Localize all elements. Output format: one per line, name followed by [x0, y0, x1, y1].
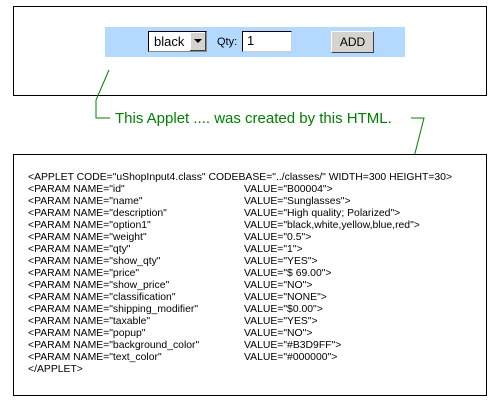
param-name: <PARAM NAME="show_qty" — [28, 256, 161, 267]
param-value: VALUE="0.5"> — [244, 232, 312, 243]
param-value: VALUE="Sunglasses"> — [244, 196, 351, 207]
param-line: <PARAM NAME="shipping_modifier" VALUE="$0… — [28, 304, 452, 316]
param-line: <PARAM NAME="classification" VALUE="NONE"… — [28, 292, 452, 304]
qty-input[interactable]: 1 — [242, 31, 292, 52]
param-line: <PARAM NAME="weight" VALUE="0.5"> — [28, 232, 452, 244]
param-line: <PARAM NAME="id" VALUE="B00004"> — [28, 184, 452, 196]
param-name: <PARAM NAME="background_color" — [28, 340, 200, 351]
add-button[interactable]: ADD — [331, 31, 374, 53]
param-value: VALUE="YES"> — [244, 316, 318, 327]
param-value: VALUE="NONE"> — [244, 292, 327, 303]
chevron-down-icon — [194, 39, 202, 43]
color-select-value: black — [154, 34, 185, 49]
param-name: <PARAM NAME="description" — [28, 208, 167, 219]
param-name: <PARAM NAME="weight" — [28, 232, 147, 243]
applet-close-tag: </APPLET> — [28, 364, 83, 375]
param-value: VALUE="NO"> — [244, 328, 313, 339]
color-select[interactable]: black — [148, 31, 207, 52]
dropdown-button[interactable] — [189, 32, 206, 51]
param-name: <PARAM NAME="price" — [28, 268, 140, 279]
applet-bar: black Qty: 1 ADD — [105, 27, 405, 57]
param-name: <PARAM NAME="option1" — [28, 220, 151, 231]
param-name: <PARAM NAME="name" — [28, 196, 143, 207]
applet-open-tag: <APPLET CODE="uShopInput4.class" CODEBAS… — [28, 172, 453, 183]
param-line: <PARAM NAME="description" VALUE="High qua… — [28, 208, 452, 220]
param-value: VALUE="black,white,yellow,blue,red"> — [244, 220, 420, 231]
qty-label: Qty: — [217, 36, 238, 48]
param-name: <PARAM NAME="text_color" — [28, 352, 162, 363]
html-code-block: <APPLET CODE="uShopInput4.class" CODEBAS… — [28, 172, 452, 376]
param-line: <PARAM NAME="qty" VALUE="1"> — [28, 244, 452, 256]
param-line: <PARAM NAME="text_color" VALUE="#000000"> — [28, 352, 452, 364]
param-value: VALUE="1"> — [244, 244, 303, 255]
param-name: <PARAM NAME="id" — [28, 184, 125, 195]
param-value: VALUE="High quality; Polarized"> — [244, 208, 401, 219]
param-line: <PARAM NAME="taxable" VALUE="YES"> — [28, 316, 452, 328]
param-value: VALUE="#000000"> — [244, 352, 338, 363]
param-line: <PARAM NAME="show_price" VALUE="NO"> — [28, 280, 452, 292]
param-name: <PARAM NAME="popup" — [28, 328, 146, 339]
right-connector-line — [411, 117, 425, 166]
param-value: VALUE="NO"> — [244, 280, 313, 291]
param-name: <PARAM NAME="show_price" — [28, 280, 170, 291]
param-line: <PARAM NAME="show_qty" VALUE="YES"> — [28, 256, 452, 268]
param-value: VALUE="$ 69.00"> — [244, 268, 332, 279]
caption-text: This Applet .... was created by this HTM… — [115, 110, 392, 127]
param-value: VALUE="#B3D9FF"> — [244, 340, 342, 351]
param-line: <PARAM NAME="background_color" VALUE="#B3… — [28, 340, 452, 352]
left-connector-line — [95, 69, 110, 119]
param-line: <PARAM NAME="name" VALUE="Sunglasses"> — [28, 196, 452, 208]
param-name: <PARAM NAME="qty" — [28, 244, 131, 255]
applet-preview-panel: black Qty: 1 ADD — [13, 6, 487, 96]
param-value: VALUE="B00004"> — [244, 184, 333, 195]
param-name: <PARAM NAME="shipping_modifier" — [28, 304, 199, 315]
param-line: <PARAM NAME="price" VALUE="$ 69.00"> — [28, 268, 452, 280]
param-name: <PARAM NAME="classification" — [28, 292, 176, 303]
param-name: <PARAM NAME="taxable" — [28, 316, 151, 327]
html-code-panel: <APPLET CODE="uShopInput4.class" CODEBAS… — [13, 154, 487, 396]
param-value: VALUE="$0.00"> — [244, 304, 323, 315]
param-line: <PARAM NAME="popup" VALUE="NO"> — [28, 328, 452, 340]
param-line: <PARAM NAME="option1" VALUE="black,white,… — [28, 220, 452, 232]
param-value: VALUE="YES"> — [244, 256, 318, 267]
